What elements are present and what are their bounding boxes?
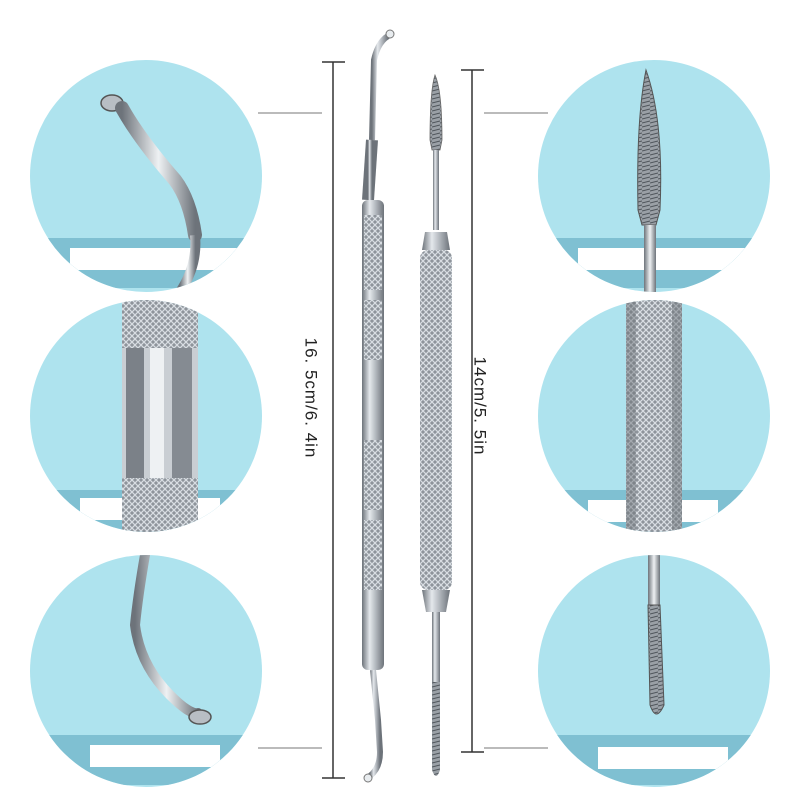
curved-spoon-tip-illustration	[100, 94, 202, 292]
label-plate	[598, 747, 728, 769]
file-shaft-illustration	[647, 555, 665, 715]
detail-circle-curved-spoon-tip	[30, 60, 262, 292]
curved-scoop-tip-illustration	[129, 555, 212, 725]
detail-circle-curved-scoop-tip	[30, 555, 262, 787]
grooved-handle-illustration	[122, 300, 198, 532]
short-tool	[420, 73, 452, 776]
detail-circle-fine-file-shaft	[538, 555, 770, 787]
label-plate	[90, 745, 220, 767]
file-tip-illustration	[637, 68, 662, 292]
label-plate	[578, 248, 748, 270]
detail-circle-file-tip	[538, 60, 770, 292]
detail-circle-knurled-handle-grooved	[30, 300, 262, 532]
diamond-knurl-illustration	[626, 300, 682, 532]
detail-circle-diamond-knurled-handle	[538, 300, 770, 532]
long-tool	[362, 29, 395, 783]
